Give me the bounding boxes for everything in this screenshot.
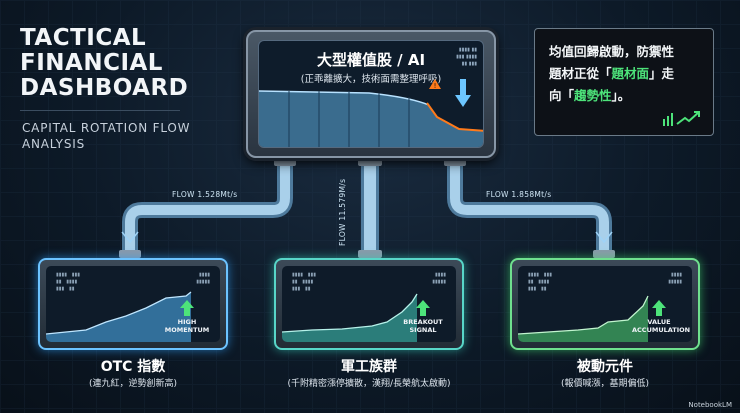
passive-screen: ▮▮▮▮ ▮▮▮▮▮ ▮▮▮▮▮▮▮ ▮▮ ▮▮▮▮▮▮▮▮▮ VALUE AC…	[518, 266, 692, 342]
watermark: NotebookLM	[688, 401, 732, 409]
callout-line2-suffix: 」走	[649, 66, 675, 81]
military-desc: (千附精密漲停擴散，漢翔/長榮航太啟動)	[287, 379, 451, 389]
flow-label-left: FLOW 1.528Mt/s	[172, 190, 238, 199]
otc-badge-label: HIGH MOMENTUM	[164, 318, 210, 334]
callout-line2-prefix: 題材正從「	[549, 66, 612, 81]
page-subtitle: CAPITAL ROTATION FLOW ANALYSIS	[22, 121, 191, 151]
callout-line3-suffix: 」。	[611, 88, 631, 103]
up-arrow-icon	[180, 300, 194, 316]
passive-badge: VALUE ACCUMULATION	[632, 300, 690, 334]
main-panel-subtitle: (正乖離擴大，技術面需整理呼吸)	[300, 74, 442, 85]
otc-screen: ▮▮▮▮ ▮▮▮▮▮ ▮▮▮▮▮▮▮ ▮▮ ▮▮▮▮▮▮▮▮▮ HIGH MOM…	[46, 266, 220, 342]
trend-up-icon	[663, 111, 700, 126]
up-arrow-icon	[652, 300, 666, 316]
main-panel-screen: ▮▮▮▮ ▮▮▮▮▮ ▮▮▮▮▮▮ ▮▮▮ 大型權值股 / AI (正乖離擴大，…	[258, 40, 484, 148]
flow-label-middle: FLOW 11.579M/s	[338, 178, 347, 246]
flow-label-right: FLOW 1.858Mt/s	[486, 190, 552, 199]
military-stats: ▮▮▮▮ ▮▮▮▮▮ ▮▮▮▮▮▮▮ ▮▮	[292, 272, 317, 292]
military-screen: ▮▮▮▮ ▮▮▮▮▮ ▮▮▮▮▮▮▮ ▮▮ ▮▮▮▮▮▮▮▮▮ BREAKOUT…	[282, 266, 456, 342]
callout-line1: 均值回歸啟動，防禦性	[549, 44, 675, 59]
main-panel-chart: !	[259, 79, 483, 147]
otc-chart	[46, 291, 192, 342]
up-arrow-icon	[416, 300, 430, 316]
military-badge-label: BREAKOUT SIGNAL	[403, 318, 443, 334]
main-panel-title: 大型權值股 / AI	[316, 51, 426, 69]
passive-components-panel: ▮▮▮▮ ▮▮▮▮▮ ▮▮▮▮▮▮▮ ▮▮ ▮▮▮▮▮▮▮▮▮ VALUE AC…	[510, 258, 700, 350]
military-label: 軍工族群	[341, 359, 397, 375]
down-arrow-icon	[455, 79, 471, 107]
passive-label: 被動元件	[577, 359, 633, 375]
passive-stats-right: ▮▮▮▮▮▮▮▮▮	[668, 272, 682, 285]
main-stats: ▮▮▮▮ ▮▮▮▮▮ ▮▮▮▮▮▮ ▮▮▮	[456, 47, 477, 67]
otc-stats-right: ▮▮▮▮▮▮▮▮▮	[196, 272, 210, 285]
otc-panel: ▮▮▮▮ ▮▮▮▮▮ ▮▮▮▮▮▮▮ ▮▮ ▮▮▮▮▮▮▮▮▮ HIGH MOM…	[38, 258, 228, 350]
svg-text:!: !	[434, 82, 437, 90]
page-title: TACTICAL FINANCIAL DASHBOARD	[20, 25, 189, 101]
passive-stats: ▮▮▮▮ ▮▮▮▮▮ ▮▮▮▮▮▮▮ ▮▮	[528, 272, 553, 292]
insight-callout: 均值回歸啟動，防禦性 題材正從「題材面」走 向「趨勢性」。	[534, 28, 714, 136]
passive-badge-label: VALUE ACCUMULATION	[632, 318, 691, 334]
military-stats-right: ▮▮▮▮▮▮▮▮▮	[432, 272, 446, 285]
otc-stats: ▮▮▮▮ ▮▮▮▮▮ ▮▮▮▮▮▮▮ ▮▮	[56, 272, 81, 292]
callout-line3-prefix: 向「	[549, 88, 575, 103]
otc-label: OTC 指數	[100, 359, 166, 375]
passive-desc: (報價喊漲，基期偏低)	[560, 379, 650, 389]
warning-triangle-icon: !	[429, 79, 441, 90]
passive-chart	[518, 295, 649, 342]
military-badge: BREAKOUT SIGNAL	[396, 300, 450, 334]
callout-highlight-2: 趨勢性	[574, 88, 612, 103]
callout-highlight-1: 題材面	[611, 66, 650, 81]
otc-desc: (連九紅，逆勢創新高)	[88, 379, 178, 389]
otc-badge: HIGH MOMENTUM	[160, 300, 214, 334]
military-panel: ▮▮▮▮ ▮▮▮▮▮ ▮▮▮▮▮▮▮ ▮▮ ▮▮▮▮▮▮▮▮▮ BREAKOUT…	[274, 258, 464, 350]
main-panel: ▮▮▮▮ ▮▮▮▮▮ ▮▮▮▮▮▮ ▮▮▮ 大型權值股 / AI (正乖離擴大，…	[246, 30, 496, 158]
military-chart	[282, 293, 418, 342]
title-divider	[20, 110, 180, 111]
callout-text: 均值回歸啟動，防禦性 題材正從「題材面」走 向「趨勢性」。	[549, 41, 707, 107]
